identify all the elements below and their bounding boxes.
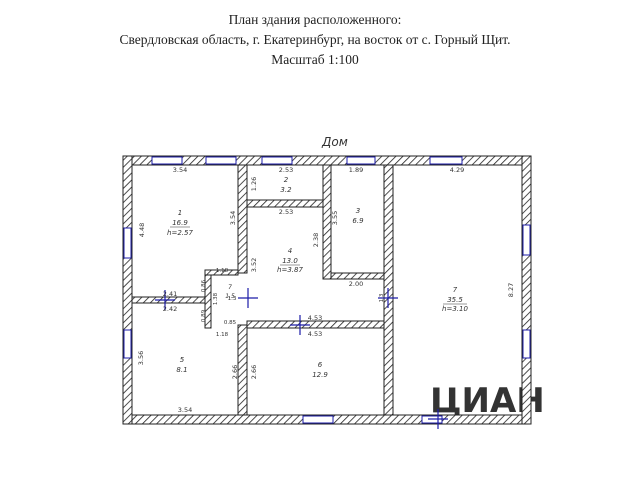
- svg-text:4.48: 4.48: [138, 223, 146, 237]
- room-4: 4 13.0 h=3.87: [277, 247, 303, 274]
- svg-text:2: 2: [284, 176, 289, 184]
- plan-title: План здания расположенного:: [228, 12, 402, 27]
- svg-text:2.42: 2.42: [163, 305, 177, 313]
- svg-text:4.53: 4.53: [308, 314, 322, 322]
- svg-text:0.85: 0.85: [224, 320, 237, 326]
- room-2: 2 3.2: [280, 176, 292, 194]
- svg-text:7: 7: [228, 284, 232, 291]
- svg-text:3.56: 3.56: [137, 351, 145, 365]
- svg-text:1.89: 1.89: [349, 166, 363, 174]
- svg-text:3.54: 3.54: [178, 406, 192, 414]
- room-7: 7 35.5 h=3.10: [442, 286, 468, 313]
- svg-text:6: 6: [318, 361, 323, 369]
- svg-text:8.1: 8.1: [176, 366, 187, 374]
- svg-text:3.54: 3.54: [173, 166, 187, 174]
- svg-text:1.3: 1.3: [228, 296, 237, 302]
- svg-text:2.53: 2.53: [279, 166, 293, 174]
- room-1: 1 16.9 h=2.57: [167, 209, 193, 237]
- building-label: Дом: [321, 135, 348, 149]
- svg-text:7: 7: [453, 286, 458, 294]
- svg-text:6.9: 6.9: [352, 217, 364, 225]
- svg-text:h=2.57: h=2.57: [167, 229, 193, 237]
- svg-text:2.66: 2.66: [231, 365, 239, 379]
- svg-text:3.2: 3.2: [280, 186, 292, 194]
- room-3: 3 6.9: [352, 207, 364, 225]
- svg-text:2.41: 2.41: [163, 290, 177, 298]
- svg-text:2.38: 2.38: [312, 233, 320, 247]
- svg-text:2.66: 2.66: [250, 365, 258, 379]
- svg-text:4.53: 4.53: [308, 330, 322, 338]
- svg-text:3.55: 3.55: [331, 211, 339, 225]
- svg-text:h=3.87: h=3.87: [277, 266, 303, 274]
- windows: [123, 156, 531, 424]
- svg-text:3.52: 3.52: [250, 258, 258, 272]
- dimension-labels: 3.54 2.53 1.89 4.29 2.53 2.00 2.41 2.42 …: [137, 166, 515, 414]
- svg-text:h=3.10: h=3.10: [442, 305, 468, 313]
- svg-text:13.0: 13.0: [282, 257, 298, 265]
- svg-text:1.26: 1.26: [250, 177, 258, 191]
- svg-text:1.5: 1.5: [225, 293, 235, 300]
- room-5: 5 8.1: [176, 356, 187, 374]
- svg-text:8.27: 8.27: [507, 283, 515, 297]
- svg-text:0.89: 0.89: [201, 309, 207, 322]
- plan-address: Свердловская область, г. Екатеринбург, н…: [119, 32, 511, 47]
- svg-text:4.29: 4.29: [450, 166, 464, 174]
- svg-text:5: 5: [180, 356, 185, 364]
- svg-text:1.18: 1.18: [216, 332, 229, 338]
- svg-text:4: 4: [288, 247, 292, 255]
- svg-text:35.5: 35.5: [447, 296, 463, 304]
- svg-text:1.38: 1.38: [213, 292, 219, 305]
- svg-text:2.53: 2.53: [279, 208, 293, 216]
- svg-text:0.86: 0.86: [201, 279, 207, 292]
- svg-text:1.3: 1.3: [379, 293, 385, 302]
- svg-text:1: 1: [178, 209, 182, 217]
- svg-text:3: 3: [356, 207, 360, 215]
- door-markers: [155, 288, 448, 429]
- svg-text:2.00: 2.00: [349, 280, 363, 288]
- svg-text:16.9: 16.9: [172, 219, 188, 227]
- svg-text:3.54: 3.54: [229, 211, 237, 225]
- svg-text:12.9: 12.9: [312, 371, 328, 379]
- room-6: 6 12.9: [312, 361, 328, 379]
- room-vestibule: 7 1.5: [225, 284, 235, 300]
- svg-text:1.18: 1.18: [216, 268, 229, 274]
- plan-scale: Масштаб 1:100: [271, 52, 359, 67]
